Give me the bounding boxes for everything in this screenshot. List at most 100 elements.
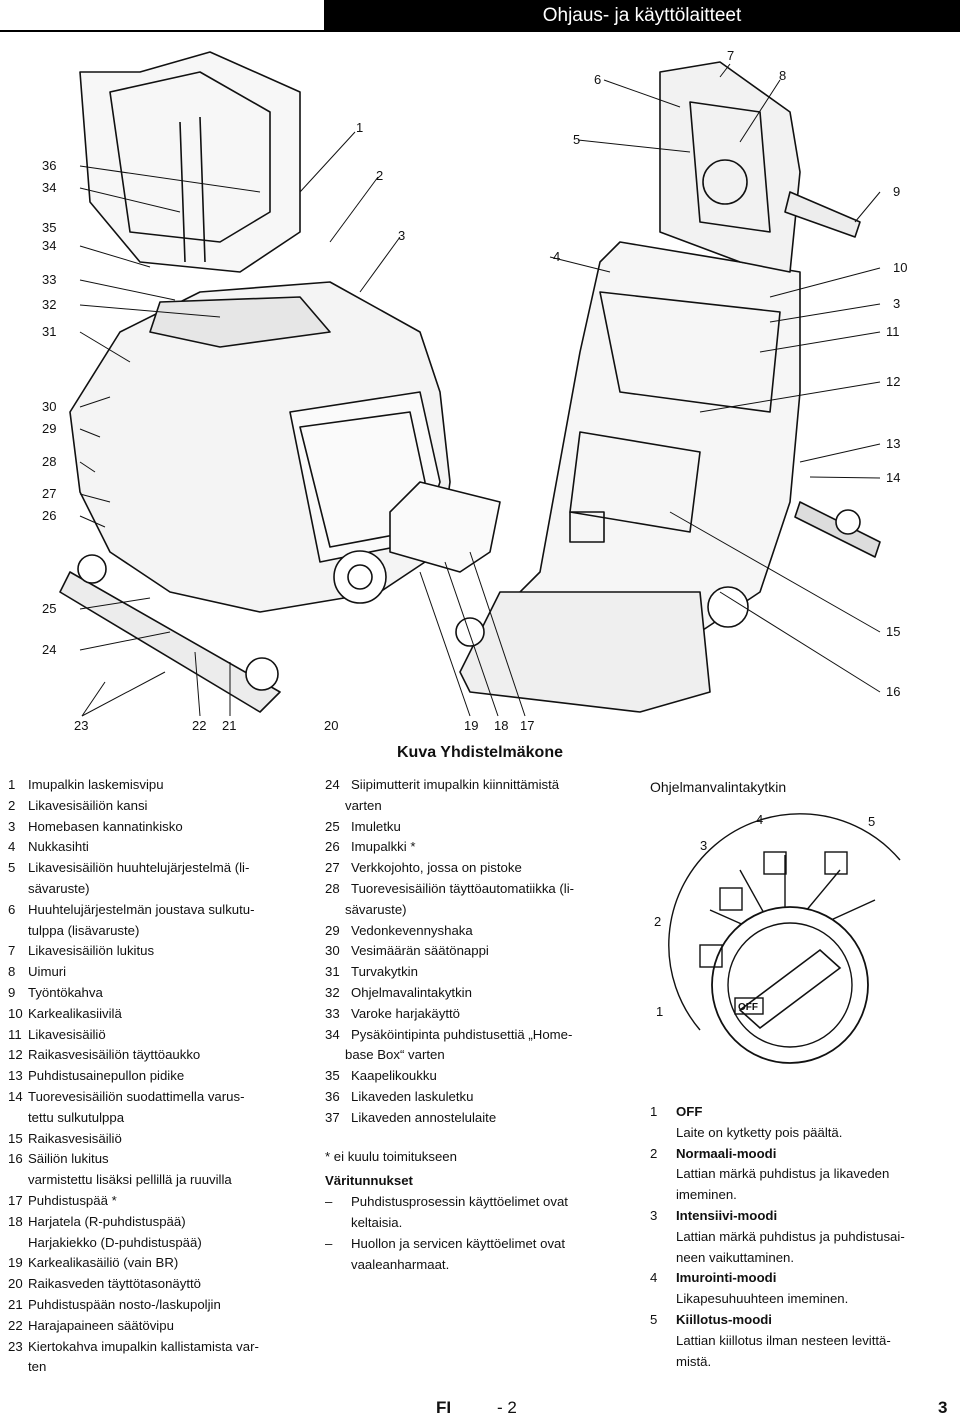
callout-17: 17 <box>520 718 534 733</box>
callout-9: 9 <box>893 184 900 199</box>
legend-item-text: Harajapaineen säätövipu <box>28 1317 174 1333</box>
callout-13: 13 <box>886 436 900 451</box>
callout-5: 5 <box>573 132 580 147</box>
callout-30: 30 <box>42 399 56 414</box>
footer-page: - 2 <box>497 1398 517 1417</box>
legend-item-number: 17 <box>8 1192 23 1208</box>
mode-desc: Lattian märkä puhdistus ja puhdistusai- <box>676 1228 905 1244</box>
legend-item-text: Verkkojohto, jossa on pistoke <box>351 860 522 876</box>
legend-item-text: Kaapelikoukku <box>351 1068 437 1084</box>
callout-24: 24 <box>42 642 56 657</box>
legend-item-text: Raikasvesisäiliön täyttöaukko <box>28 1047 201 1063</box>
callout-22: 22 <box>192 718 206 733</box>
legend-item-24-cont: varten <box>325 796 625 817</box>
mode-desc: Lattian kiillotus ilman nesteen levittä- <box>676 1332 891 1348</box>
mode-number: 3 <box>650 1207 658 1223</box>
legend-item-31: 31 Turvakytkin <box>325 962 625 983</box>
colors-item-2: – Huollon ja servicen käyttöelimet ovat … <box>325 1235 566 1272</box>
legend-item-text: Vedonkevennyshaka <box>351 922 473 938</box>
page-title: Ohjaus- ja käyttölaitteet <box>542 5 742 26</box>
callout-28: 28 <box>42 454 56 469</box>
machine-illustration: 36 34 35 34 33 32 31 30 29 28 27 26 25 2… <box>42 48 907 733</box>
legend-item-text: sävaruste) <box>28 880 90 896</box>
mode-normal-icon <box>699 944 723 968</box>
callout-33: 33 <box>42 272 56 287</box>
dial-number-5: 5 <box>868 814 875 829</box>
colors-item-2-line1: Huollon ja servicen käyttöelimet ovat <box>351 1235 566 1251</box>
legend-item-number: 35 <box>325 1068 340 1084</box>
legend-item-text: Karkealikasäiliö (vain BR) <box>28 1255 179 1271</box>
footer-page-number: 3 <box>938 1398 948 1417</box>
legend-item-text: Työntökahva <box>28 984 103 1000</box>
legend-item-number: 33 <box>325 1005 340 1021</box>
legend-item-9: 9 Työntökahva <box>8 983 308 1004</box>
colors-item-1: – Puhdistusprosessin käyttöelimet ovat k… <box>325 1194 568 1230</box>
mode-desc-line: Lattian märkä puhdistus ja puhdistusai- <box>650 1227 940 1248</box>
legend-item-text: Huuhtelujärjestelmän joustava sulkutu- <box>28 901 255 917</box>
legend-item-number: 32 <box>325 984 340 1000</box>
dial-number-3: 3 <box>700 838 707 853</box>
legend-item-number: 23 <box>8 1338 23 1354</box>
legend-item-number: 25 <box>325 818 340 834</box>
mode-desc-line: imeminen. <box>650 1185 940 1206</box>
mode-polish-icon <box>824 851 848 875</box>
mode-name: OFF <box>676 1104 703 1119</box>
callout-12: 12 <box>886 374 900 389</box>
legend-item-number: 11 <box>8 1026 22 1042</box>
legend-item-text: Varoke harjakäyttö <box>351 1005 460 1021</box>
dial-arc <box>668 813 901 1031</box>
footer-lang: FI <box>436 1398 452 1417</box>
callout-6: 6 <box>594 72 601 87</box>
callout-20: 20 <box>324 718 338 733</box>
legend-item-text: varmistettu lisäksi pellillä ja ruuvilla <box>28 1172 232 1188</box>
legend-item-text: Likavesisäiliön kansi <box>28 797 148 813</box>
legend-item-text: Tuorevesisäiliön täyttöautomatiikka (li- <box>351 880 575 896</box>
legend-item-text: Raikasveden täyttötasonäyttö <box>28 1276 202 1292</box>
mode-number: 1 <box>650 1104 658 1119</box>
legend-item-text: Homebasen kannatinkisko <box>28 818 183 834</box>
legend-item-number: 26 <box>325 839 340 855</box>
legend-item-number: 31 <box>325 964 340 980</box>
legend-item-text: Likaveden laskuletku <box>351 1088 474 1104</box>
legend-item-16-cont: varmistettu lisäksi pellillä ja ruuvilla <box>8 1170 308 1191</box>
legend-item-number: 9 <box>8 984 16 1000</box>
figure-caption: Kuva Yhdistelmäkone <box>397 744 563 761</box>
legend-item-text: Likavesisäiliön huuhtelujärjestelmä (li- <box>28 860 250 876</box>
legend-item-text: Turvakytkin <box>351 964 418 980</box>
legend-item-number: 12 <box>8 1047 23 1063</box>
callout-11: 11 <box>886 324 900 339</box>
legend-item-number: 20 <box>8 1276 23 1292</box>
mode-desc: Laite on kytketty pois päältä. <box>676 1124 843 1140</box>
legend-item-35: 35 Kaapelikoukku <box>325 1066 625 1087</box>
callout-1: 1 <box>356 120 363 135</box>
off-box <box>734 997 764 1015</box>
dial-number-1: 1 <box>656 1004 663 1019</box>
mode-desc-line: Lattian märkä puhdistus ja likaveden <box>650 1164 940 1185</box>
legend-item-number: 37 <box>325 1109 340 1125</box>
knob-handle[interactable] <box>738 948 842 1030</box>
legend-item-number: 30 <box>325 943 340 959</box>
legend-item-text: Harjakiekko (D-puhdistuspää) <box>28 1234 202 1250</box>
callout-23: 23 <box>74 718 88 733</box>
